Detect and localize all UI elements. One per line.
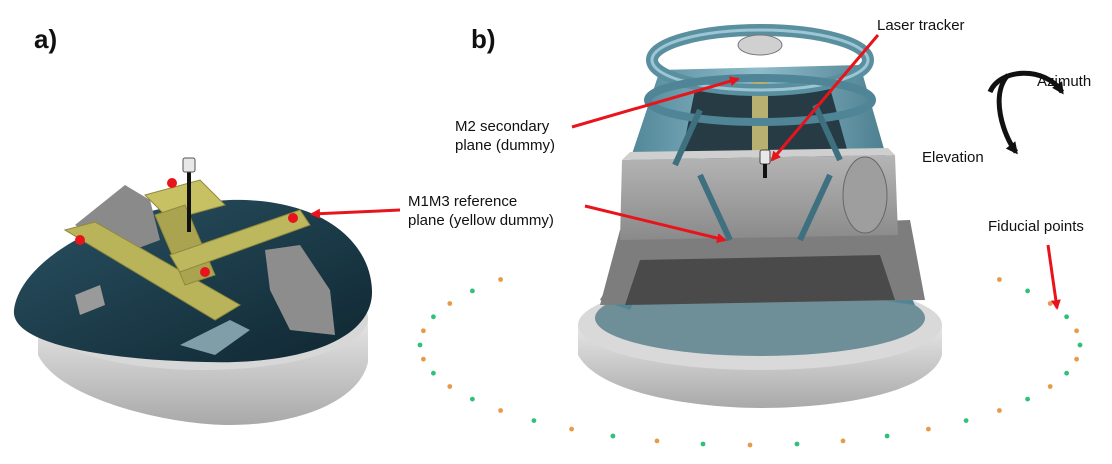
panel-a-label: a) [34,24,58,54]
fiducial-point [431,370,436,376]
fiducial-point [431,314,436,320]
panel-a-target-dot [200,267,210,277]
panel-b-elevation-band-top [622,148,895,160]
panel-a-tracker-head [182,157,196,173]
fiducial-point [1074,328,1079,334]
fiducial-point [447,301,453,306]
fiducial-point [1074,356,1079,362]
fiducial-point [1025,396,1030,402]
m1m3-callout: M1M3 reference plane (yellow dummy) [408,192,554,230]
m2-callout: M2 secondary plane (dummy) [455,117,555,155]
panel-a-tracker-pole [187,170,191,232]
panel-b-mid-ring [644,74,876,126]
panel-a-target-dot [288,213,298,223]
panel-b-hub [737,34,783,56]
panel-a-yellow-arm-1 [63,221,241,321]
fiducial-point [654,438,660,444]
panel-a-wedge-front [180,320,250,355]
fiducial-point [1077,342,1083,348]
fiducial-point [470,396,475,402]
fiducial-point [963,418,969,423]
elevation-arrow [996,73,1019,155]
panel-b-top-ring-inner [650,28,870,92]
fiducial-point [926,426,931,432]
fiducial-point [1047,301,1053,306]
panel-b-truss-strut [812,103,843,162]
fiducial-point [421,328,426,334]
fiducial-point [997,277,1002,282]
panel-a-yellow-arm-4 [169,209,311,273]
m1m3-line2: plane (yellow dummy) [408,212,554,229]
fiducial-point [747,442,753,448]
laser-tracker-callout: Laser tracker [877,17,965,34]
fiducial-point [421,356,426,362]
panel-b-telescope [578,24,1065,408]
panel-b-laser-tracker [759,149,771,165]
fiducial-arrow [1046,244,1061,310]
panel-b-laser-tracker-stand [763,164,767,178]
m2-arrow [571,76,740,129]
panel-a-wedge-right [265,245,335,335]
m1m3-line1: M1M3 reference [408,193,518,210]
panel-b-truss-strut [797,173,833,242]
fiducial-points [417,277,1083,448]
fiducial-point [1064,370,1069,376]
m1m3-arrow [310,208,401,219]
m2-line2: plane (dummy) [455,137,556,154]
fiducial-point [498,277,503,282]
fiducial-point [531,418,537,423]
callout-arrows [310,34,1061,310]
panel-a-wedge-leftfront [75,285,105,315]
fiducial-point [470,288,475,294]
fiducial-point [1047,384,1053,389]
fiducial-point [840,438,846,444]
azimuth-arrow [987,70,1065,95]
panel-b-label: b) [471,24,496,54]
fiducial-point [569,426,574,432]
fiducial-point [884,433,890,439]
panel-a-target-dot [167,178,177,188]
fiducial-point [700,441,706,447]
panel-b-truss-strut [672,108,703,167]
fiducial-point [1025,288,1030,294]
fiducial-point [1064,314,1069,320]
panel-b-floor-dark [625,255,895,305]
fiducial-point [610,433,616,439]
panel-a-target-dot [75,235,85,245]
m2-line1: M2 secondary [455,118,550,135]
fiducial-point [794,441,800,447]
fiducial-points-label: Fiducial points [988,218,1084,235]
m1m3b-arrow [584,204,727,243]
fiducial-point [498,408,503,413]
panel-a-platform [13,157,373,425]
fiducial-point [447,384,453,389]
panel-b-elevation-bearing [842,156,888,234]
panel-a-yellow-arm-2 [144,179,226,221]
fiducial-point [417,342,423,348]
panel-b-truss-strut [697,173,733,242]
rotation-axes-icon [987,70,1065,155]
elevation-label: Elevation [922,149,984,166]
fiducial-point [997,408,1002,413]
laser-tracker-arrow [770,34,880,162]
azimuth-label: Azimuth [1037,73,1092,90]
